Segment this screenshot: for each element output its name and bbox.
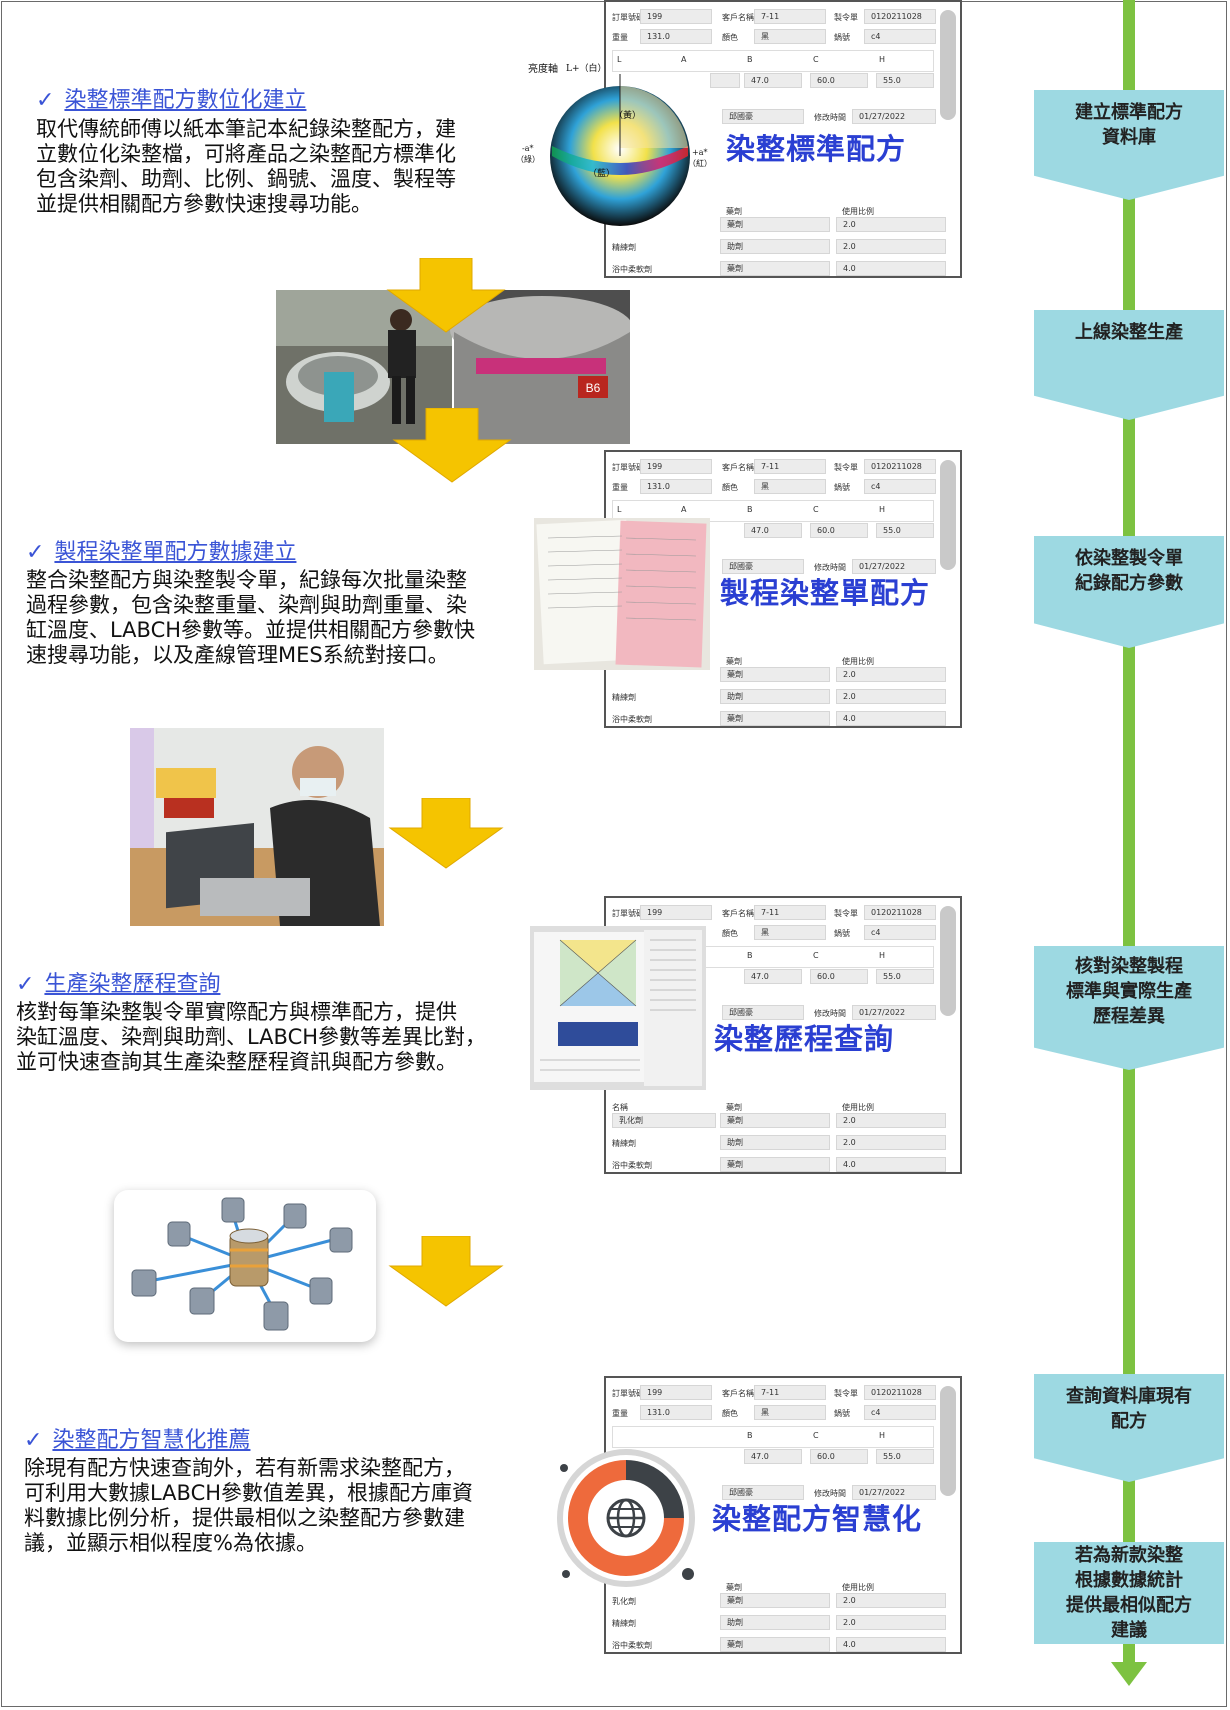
check-icon: ✓ (26, 540, 45, 565)
scrollbar[interactable] (940, 10, 956, 120)
section-title-process-formula[interactable]: ✓製程染整單配方數據建立 (26, 540, 297, 565)
check-icon: ✓ (16, 972, 35, 997)
timeline-step-1: 建立標準配方資料庫 (1034, 90, 1224, 200)
scrollbar[interactable] (940, 906, 956, 1016)
section-body-history-query: 核對每筆染整製令單實際配方與標準配方，提供 染缸溫度、染劑與助劑、LABCH參數… (16, 1000, 487, 1074)
formula-form-panel-1: 訂單號碼 199 客戶名稱 7-11 製令單 0120211028 重量 131… (604, 0, 962, 278)
down-arrow-3 (388, 798, 504, 869)
section-body-smart-recommend: 除現有配方快速查詢外，若有新需求染整配方， 可利用大數據LABCH參數值差異，根… (24, 1456, 474, 1555)
timeline-step-4: 核對染整製程標準與實際生產歷程差異 (1034, 946, 1224, 1070)
color-report-photo (530, 926, 706, 1090)
operator-laptop-photo (130, 728, 384, 926)
down-arrow-2 (392, 408, 512, 483)
section-title-history-query[interactable]: ✓生產染整歷程查詢 (16, 972, 221, 997)
check-icon: ✓ (36, 88, 55, 113)
down-arrow-1 (386, 258, 506, 333)
panel-label-process: 製程染整單配方 (720, 576, 931, 610)
paper-work-orders-photo (534, 518, 710, 670)
timeline-step-2: 上線染整生產 (1034, 310, 1224, 420)
color-sphere-illustration: 亮度軸 L+（白） （黃） -a* （綠） +a* （紅） （藍） (516, 60, 712, 232)
formula-form-panel-4: 訂單號碼 199 客戶名稱 7-11 製令單 0120211028 重量 131… (604, 1376, 962, 1654)
scrollbar[interactable] (940, 1386, 956, 1496)
timeline-step-3: 依染整製令單紀錄配方參數 (1034, 536, 1224, 648)
panel-label-history: 染整歷程查詢 (714, 1022, 895, 1056)
svg-text:B6: B6 (586, 381, 601, 395)
timeline-end-arrow (1111, 1662, 1147, 1686)
down-arrow-4 (388, 1236, 504, 1307)
dyeing-machine-photo: B6 (276, 290, 630, 444)
check-icon: ✓ (24, 1428, 43, 1453)
panel-label-standard: 染整標準配方 (726, 132, 907, 166)
section-title-smart-recommend[interactable]: ✓染整配方智慧化推薦 (24, 1428, 251, 1453)
timeline-step-5: 查詢資料庫現有配方 (1034, 1374, 1224, 1482)
section-title-standard-formula[interactable]: ✓染整標準配方數位化建立 (36, 88, 307, 113)
section-body-standard-formula: 取代傳統師傅以紙本筆記本紀錄染整配方，建 立數位化染整檔，可將產品之染整配方標準… (36, 117, 456, 216)
globe-donut-icon (548, 1440, 704, 1596)
scrollbar[interactable] (940, 460, 956, 570)
timeline-step-6: 若為新款染整根據數據統計提供最相似配方建議 (1034, 1542, 1224, 1644)
panel-label-smart: 染整配方智慧化 (712, 1502, 923, 1536)
section-body-process-formula: 整合染整配方與染整製令單，紀錄每次批量染整 過程參數，包含染整重量、染劑與助劑重… (26, 568, 476, 667)
database-network-icon (114, 1190, 376, 1342)
